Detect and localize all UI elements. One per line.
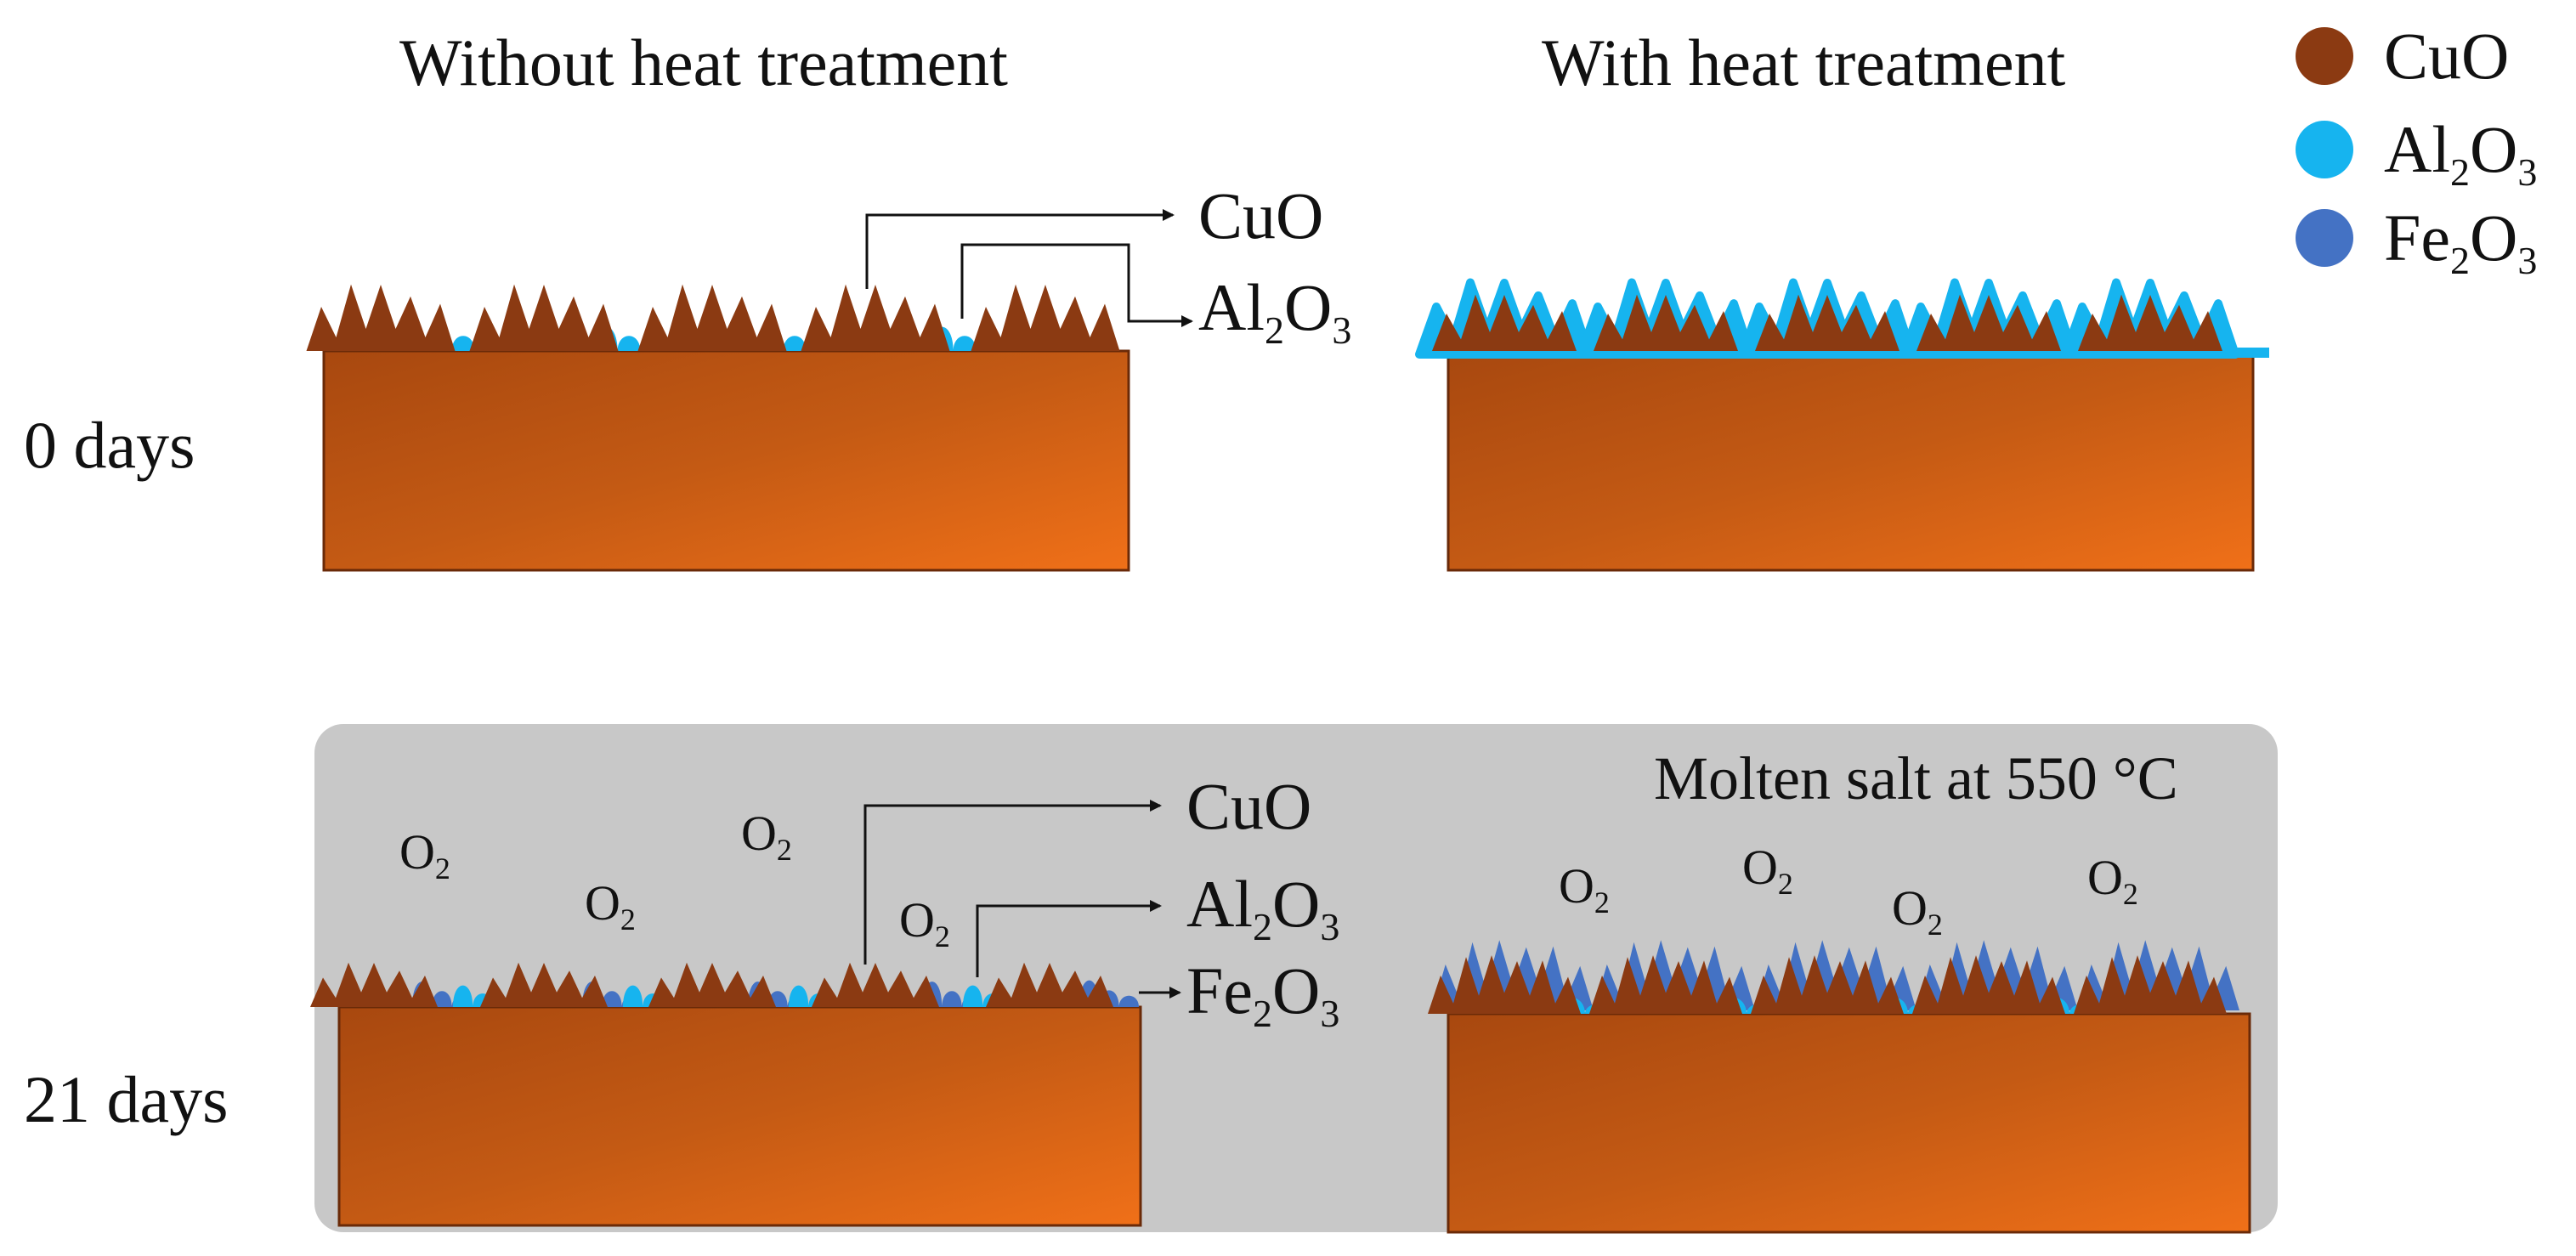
cuo-particle [1428,955,1581,1014]
o2-label: O2 [399,824,450,885]
pointer-al2o3-top [960,243,1193,327]
cuo-particle [812,962,939,1007]
oxide-layer-bottom-left [310,962,1139,1007]
o2-label: O2 [899,892,950,953]
header-without-heat: Without heat treatment [399,25,1008,99]
cuo-particle [1589,955,1742,1014]
oxygen-molecules: O2 O2 O2 O2 O2 O2 O2 O2 [399,806,2138,953]
label-fe2o3-bottom: Fe2O3 [1186,953,1339,1035]
legend-label-cuo: CuO [2384,19,2509,93]
cuo-particle [986,962,1113,1007]
cuo-particle [648,962,776,1007]
label-al2o3-bottom: Al2O3 [1186,867,1339,948]
legend-swatch-cuo [2296,27,2353,85]
legend-swatch-al2o3 [2296,121,2353,178]
row-label-21-days: 21 days [24,1062,228,1136]
cuo-particle [1751,955,1904,1014]
substrate-bottom-right [1447,1012,2251,1234]
cuo-particle [1755,294,1899,351]
oxide-layer-top-right [1415,278,2269,359]
header-with-heat: With heat treatment [1542,25,2066,99]
cuo-particle [480,962,608,1007]
cuo-particle [801,284,950,351]
substrate-top-left [322,349,1130,572]
cuo-particle [2078,294,2222,351]
pointers-bottom [863,800,1181,999]
legend-label-fe2o3: Fe2O3 [2384,201,2537,282]
label-cuo-bottom: CuO [1186,769,1311,843]
o2-label: O2 [741,806,792,867]
pointer-cuo-top [865,209,1175,289]
o2-label: O2 [585,875,636,936]
oxide-layer-top-left [306,284,1120,351]
cuo-particle [1916,294,2061,351]
row-label-0-days: 0 days [24,408,195,482]
cuo-particle [637,284,787,351]
o2-label: O2 [2087,850,2138,911]
o2-label: O2 [1892,880,1943,942]
legend-label-al2o3: Al2O3 [2384,112,2537,194]
pointer-al2o3-bottom [976,900,1162,977]
label-al2o3-top: Al2O3 [1198,270,1351,352]
cuo-particle [971,284,1120,351]
cuo-particle [469,284,619,351]
cuo-particle [1594,294,1738,351]
substrate-top-right [1447,349,2255,572]
cuo-particle [310,962,438,1007]
pointer-cuo-bottom [863,800,1162,965]
label-cuo-top: CuO [1198,178,1323,252]
cuo-particle [1432,294,1577,351]
o2-label: O2 [1742,840,1793,901]
substrate-bottom-left [337,1005,1142,1227]
cuo-particle [1912,955,2065,1014]
molten-salt-label: Molten salt at 550 °C [1654,744,2178,812]
legend-swatch-fe2o3 [2296,209,2353,267]
o2-label: O2 [1559,858,1610,919]
cuo-particle [2074,955,2227,1014]
pointers-top [865,209,1193,327]
cuo-particle [306,284,456,351]
legend: CuO Al2O3 Fe2O3 [2296,19,2537,282]
oxide-layer-bottom-right [1428,940,2239,1014]
